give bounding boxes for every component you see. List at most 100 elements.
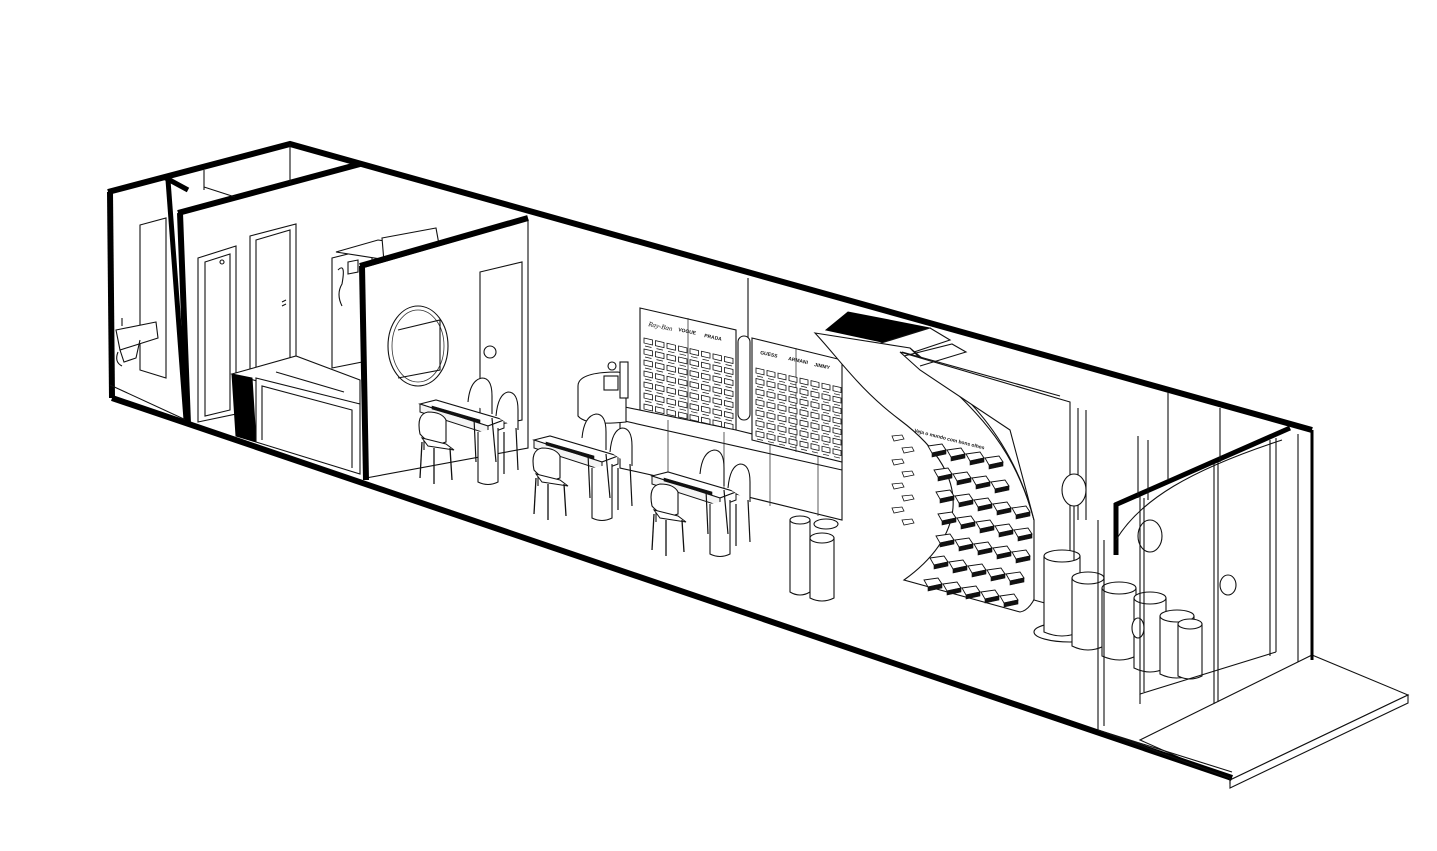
shelf-line bbox=[811, 419, 819, 422]
eyewear-slot bbox=[712, 386, 722, 395]
shelf-line bbox=[702, 380, 710, 384]
curved-display-side-cells bbox=[891, 434, 915, 526]
eyewear-slot bbox=[701, 405, 711, 414]
shelf-line bbox=[778, 391, 786, 394]
door-1-knob bbox=[219, 259, 225, 265]
counter-end-panel bbox=[231, 373, 257, 443]
eyewear-slot bbox=[755, 388, 765, 397]
eyewear-slot bbox=[777, 372, 787, 381]
chair-leg bbox=[651, 513, 655, 551]
shelf-line bbox=[679, 375, 687, 378]
shelf-line bbox=[702, 369, 710, 373]
chair-back bbox=[609, 427, 633, 466]
facade-beam bbox=[1113, 425, 1292, 508]
shelf-line bbox=[833, 414, 841, 417]
shelf-line bbox=[822, 390, 830, 393]
shelf-line bbox=[800, 406, 808, 409]
counter-line bbox=[619, 419, 843, 471]
eyewear-slot bbox=[724, 356, 734, 364]
eyewear-slot bbox=[810, 443, 820, 451]
shelf-line bbox=[679, 386, 687, 389]
shelf-line bbox=[644, 400, 652, 403]
eyewear-slot bbox=[777, 404, 787, 412]
eyewear-slot bbox=[832, 416, 842, 425]
eyewear-slot bbox=[821, 414, 831, 423]
round-display-table bbox=[577, 361, 629, 424]
eyewear-slot bbox=[832, 385, 842, 394]
shelf-line bbox=[767, 399, 775, 402]
shelf-line bbox=[690, 411, 698, 414]
mirror-partition bbox=[359, 215, 529, 481]
chair-back bbox=[495, 391, 519, 430]
bath-cabinet bbox=[139, 217, 167, 379]
shelf-line bbox=[756, 396, 764, 399]
eyewear-slot bbox=[810, 432, 820, 441]
shelf-line bbox=[690, 356, 698, 359]
eyewear-slot bbox=[788, 427, 798, 436]
pedestal-top bbox=[1071, 571, 1105, 585]
eyewear-slot bbox=[689, 348, 699, 357]
shelf-line bbox=[833, 456, 841, 459]
chair-back bbox=[727, 463, 751, 502]
eyewear-slot bbox=[821, 445, 831, 454]
shelf-line bbox=[789, 435, 797, 438]
pedestal bbox=[1101, 587, 1137, 661]
shelf-line bbox=[822, 401, 830, 404]
eyewear-slot bbox=[821, 403, 831, 412]
chair-back bbox=[699, 449, 725, 486]
brand-label: VOGUE bbox=[678, 327, 698, 337]
shelf-line bbox=[667, 350, 675, 354]
shelf-line bbox=[767, 430, 775, 433]
display-box-front bbox=[941, 517, 957, 526]
shelf-line bbox=[789, 446, 797, 449]
storage-shelf bbox=[903, 343, 968, 367]
display-box-front bbox=[988, 461, 1004, 470]
shelf-line bbox=[811, 440, 819, 443]
shelf-line bbox=[811, 430, 819, 433]
shelf-line bbox=[756, 428, 764, 431]
shelf-line bbox=[767, 420, 775, 423]
eyewear-slot bbox=[777, 435, 787, 444]
eyewear-slot bbox=[766, 370, 776, 378]
shelf-line bbox=[811, 388, 819, 391]
eyewear-slot bbox=[788, 396, 798, 404]
eyewear-slot bbox=[777, 383, 787, 391]
eyewear-slot bbox=[799, 409, 809, 417]
shelf-line bbox=[725, 375, 733, 378]
staff-left-wall bbox=[177, 212, 191, 425]
display-box-front bbox=[990, 573, 1006, 582]
desk-tray bbox=[431, 405, 481, 424]
eyewear-slot bbox=[724, 367, 734, 375]
eyewear-slot bbox=[755, 367, 765, 376]
eyewear-slot bbox=[666, 386, 676, 395]
shelf-line bbox=[800, 385, 808, 388]
display-box-front bbox=[931, 449, 947, 458]
pedestal bbox=[809, 537, 835, 602]
display-box-front bbox=[952, 565, 968, 574]
display-box-front bbox=[1003, 599, 1019, 608]
counter-front bbox=[255, 377, 361, 475]
eyewear-slot bbox=[678, 356, 688, 365]
brand-label: GUESS bbox=[760, 350, 779, 360]
sink bbox=[115, 321, 159, 351]
shelf-line bbox=[756, 407, 764, 410]
shelf-line bbox=[778, 443, 786, 446]
pedestal-top bbox=[1177, 618, 1203, 630]
display-box bbox=[901, 494, 915, 502]
staff-back-wall bbox=[177, 161, 361, 216]
display-box-front bbox=[958, 499, 974, 508]
shelf-line bbox=[690, 389, 698, 392]
shelf-line bbox=[725, 408, 733, 411]
shelf-line bbox=[667, 394, 675, 398]
eyewear-slot bbox=[678, 389, 688, 398]
eyewear-slot bbox=[810, 390, 820, 399]
wall-clock bbox=[483, 345, 497, 359]
storage-wall bbox=[899, 351, 1071, 611]
shelf-line bbox=[702, 391, 710, 395]
eyewear-slot bbox=[799, 440, 809, 449]
bath-partition bbox=[165, 179, 189, 421]
pedestal bbox=[1177, 623, 1203, 680]
eyewear-slot bbox=[655, 406, 665, 415]
pedestal-top bbox=[789, 515, 811, 525]
eyewear-slot bbox=[788, 375, 798, 383]
